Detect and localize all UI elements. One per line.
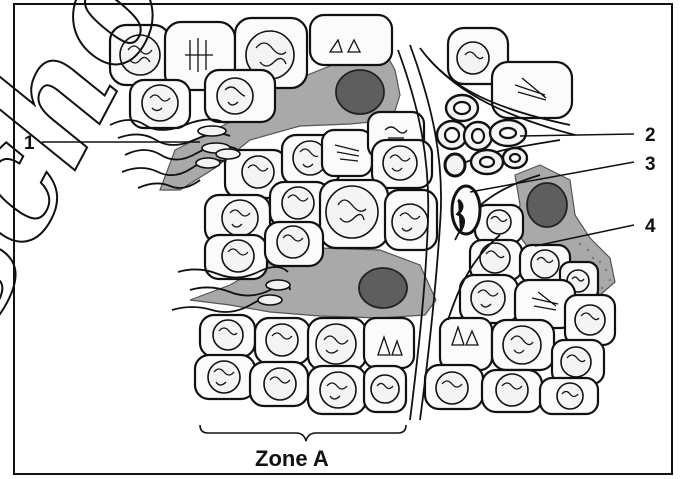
germ-cell <box>425 365 483 409</box>
germ-cell <box>200 315 255 357</box>
germ-cell <box>265 222 323 266</box>
leader-line-2 <box>520 134 634 136</box>
label-4: 4 <box>645 216 656 237</box>
germ-cell <box>322 130 372 176</box>
germ-cell <box>440 318 492 370</box>
label-1: 1 <box>24 133 35 154</box>
sertoli-nucleus-lower <box>359 268 407 308</box>
zone-a-brace <box>200 425 406 441</box>
germ-cell <box>250 362 308 406</box>
germ-cell <box>460 275 518 323</box>
germ-cell <box>475 205 523 243</box>
germ-cell <box>492 62 572 118</box>
sertoli-nucleus-right <box>527 183 567 227</box>
germ-cell <box>195 355 255 399</box>
germ-cell <box>255 318 310 364</box>
germ-cell <box>565 295 615 345</box>
germ-cell <box>364 318 414 368</box>
germ-cell <box>320 180 388 248</box>
germ-cell <box>205 70 275 122</box>
germ-cell <box>308 366 366 414</box>
germ-cell <box>385 190 437 250</box>
germ-cell <box>310 15 392 65</box>
germ-cell <box>372 140 432 188</box>
label-3: 3 <box>645 154 656 175</box>
label-2: 2 <box>645 125 656 146</box>
germ-cell <box>492 320 554 370</box>
sertoli-nucleus-upper <box>336 70 384 114</box>
germ-cell <box>540 378 598 414</box>
germ-cell <box>482 370 542 412</box>
germ-cell <box>308 318 366 370</box>
germ-cell <box>364 366 406 412</box>
zone-a-label: Zone A <box>255 446 329 471</box>
blood-vessel <box>452 186 480 234</box>
